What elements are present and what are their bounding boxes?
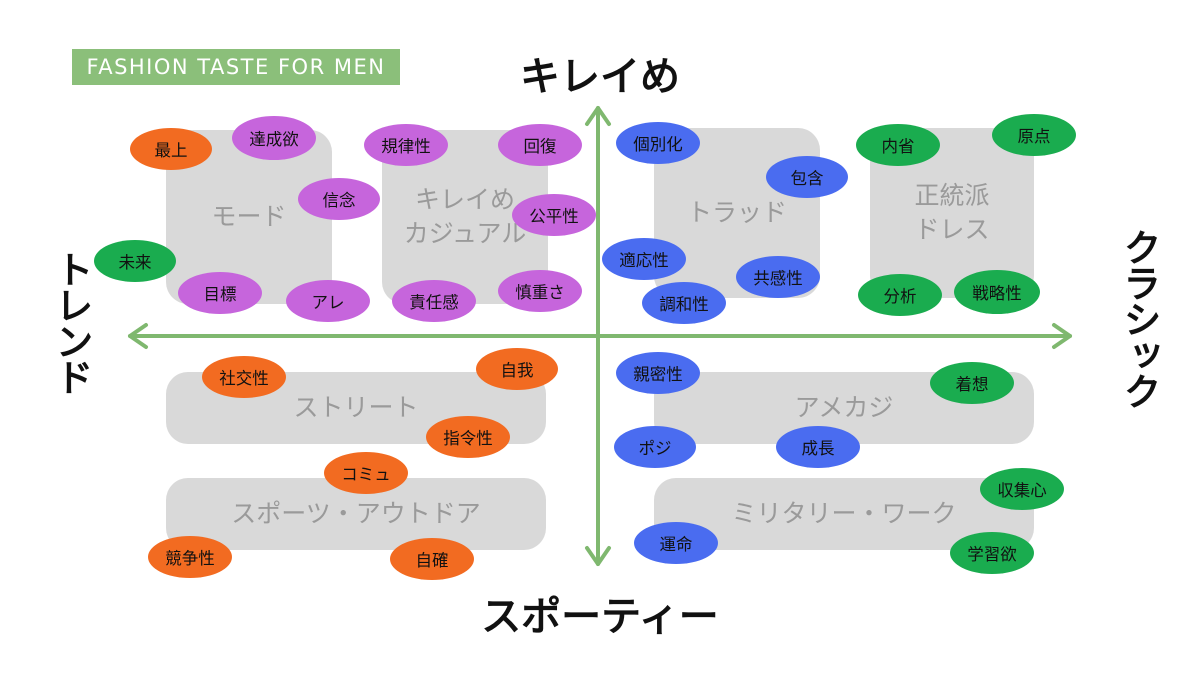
pill-shakousei: 社交性 xyxy=(202,356,286,398)
pill-tekiousei: 適応性 xyxy=(602,238,686,280)
pill-kobetsuka: 個別化 xyxy=(616,122,700,164)
pill-are: アレ xyxy=(286,280,370,322)
pill-kaifuku: 回復 xyxy=(498,124,582,166)
pill-kiritsusei: 規律性 xyxy=(364,124,448,166)
pill-kouheisei: 公平性 xyxy=(512,194,596,236)
pill-shinnen: 信念 xyxy=(298,178,380,220)
pill-jikaku: 自確 xyxy=(390,538,474,580)
axis-label-right: クラシック xyxy=(1117,228,1161,408)
axis-label-left: トレンド xyxy=(49,250,93,394)
pill-saijou: 最上 xyxy=(130,128,212,170)
pill-jiga: 自我 xyxy=(476,348,558,390)
axis-label-bottom: スポーティー xyxy=(481,594,719,640)
pill-senryakusei: 戦略性 xyxy=(954,270,1040,314)
pill-kyousousei: 競争性 xyxy=(148,536,232,578)
pill-naisei: 内省 xyxy=(856,124,940,166)
vertical-axis-arrow-up xyxy=(585,106,611,126)
pill-chouwasei: 調和性 xyxy=(642,282,726,324)
pill-tasseiyoku: 達成欲 xyxy=(232,116,316,160)
title-tag: FASHION TASTE FOR MEN xyxy=(72,49,400,85)
pill-bunseki: 分析 xyxy=(858,274,942,316)
vertical-axis-arrow-down xyxy=(585,546,611,566)
pill-genten: 原点 xyxy=(992,114,1076,156)
pill-chakusou: 着想 xyxy=(930,362,1014,404)
pill-houkatsu: 包含 xyxy=(766,156,848,198)
pill-seichou: 成長 xyxy=(776,426,860,468)
pill-sekininkan: 責任感 xyxy=(392,280,476,322)
pill-shireisei: 指令性 xyxy=(426,416,510,458)
pill-shinchousa: 慎重さ xyxy=(498,270,582,312)
pill-mokuhyou: 目標 xyxy=(178,272,262,314)
pill-unmei: 運命 xyxy=(634,522,718,564)
pill-kyoukansei: 共感性 xyxy=(736,256,820,298)
horizontal-axis-arrow-right xyxy=(1052,323,1072,349)
pill-gakushuuyoku: 学習欲 xyxy=(950,532,1034,574)
pill-poji: ポジ xyxy=(614,426,696,468)
axis-label-top: キレイめ xyxy=(520,54,680,100)
pill-komyu: コミュ xyxy=(324,452,408,494)
pill-shinmitsusei: 親密性 xyxy=(616,352,700,394)
pill-mirai: 未来 xyxy=(94,240,176,282)
pill-shuushuushin: 収集心 xyxy=(980,468,1064,510)
horizontal-axis-arrow-left xyxy=(128,323,148,349)
